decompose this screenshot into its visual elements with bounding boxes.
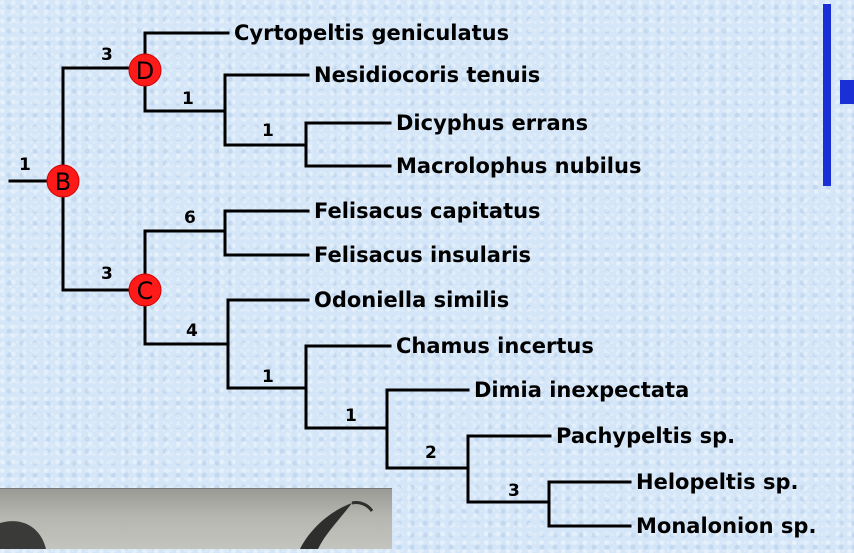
insect-silhouette <box>0 489 392 549</box>
taxon-label: Helopeltis sp. <box>636 470 798 494</box>
support-value: 3 <box>101 264 113 284</box>
node-label: B <box>55 168 71 196</box>
taxon-label: Chamus incertus <box>396 334 594 358</box>
taxon-label: Dimia inexpectata <box>474 378 689 402</box>
taxon-label: Pachypeltis sp. <box>556 424 735 448</box>
taxon-label: Cyrtopeltis geniculatus <box>234 21 509 45</box>
accent-mark <box>840 80 854 104</box>
insect-photo <box>0 488 392 549</box>
support-value: 3 <box>101 45 113 65</box>
node-marker-c: C <box>129 274 161 306</box>
support-value: 6 <box>184 208 196 228</box>
taxon-label: Felisacus insularis <box>314 243 531 267</box>
support-value: 2 <box>425 443 437 463</box>
taxon-label: Felisacus capitatus <box>314 199 541 223</box>
accent-bar <box>823 4 831 186</box>
taxon-label: Nesidiocoris tenuis <box>314 63 540 87</box>
support-value: 1 <box>262 121 274 141</box>
node-label: C <box>137 277 154 305</box>
node-label: D <box>136 57 154 85</box>
taxon-label: Macrolophus nubilus <box>396 154 641 178</box>
support-value: 1 <box>19 155 31 175</box>
support-value: 4 <box>186 321 198 341</box>
taxon-label: Monalonion sp. <box>636 514 816 538</box>
support-value: 3 <box>508 481 520 501</box>
taxon-label: Dicyphus errans <box>396 111 588 135</box>
support-value: 1 <box>182 89 194 109</box>
taxon-label: Odoniella similis <box>314 288 509 312</box>
support-value: 1 <box>262 367 274 387</box>
node-marker-b: B <box>47 165 79 197</box>
node-marker-d: D <box>129 54 161 86</box>
support-value: 1 <box>345 406 357 426</box>
